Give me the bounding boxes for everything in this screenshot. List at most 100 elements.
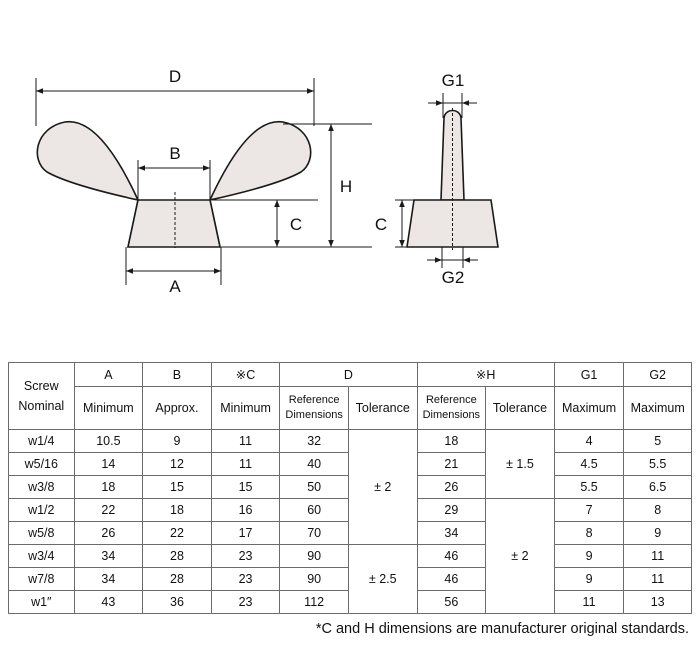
cell-D: 32 (279, 429, 349, 453)
nominal-label: Nominal (18, 399, 65, 413)
cell-G1: 8 (553, 521, 625, 545)
cell-A: 43 (73, 590, 144, 614)
cell-B: 28 (142, 567, 212, 591)
cell-G2: 13 (623, 590, 692, 614)
cell-D: 60 (279, 498, 349, 522)
cell-screw: w5/16 (8, 452, 75, 476)
cell-A: 34 (73, 544, 144, 568)
cell-C: 11 (210, 452, 281, 476)
h-reference-line2: Dimensions (422, 409, 481, 421)
cell-B: 12 (142, 452, 212, 476)
subheader-H-reference: Reference Dimensions (416, 386, 487, 430)
cell-G1: 4.5 (553, 452, 625, 476)
cell-B: 36 (142, 590, 212, 614)
cell-A: 26 (73, 521, 144, 545)
left-wing (36, 120, 139, 248)
subheader-D-reference: Reference Dimensions (279, 386, 349, 430)
col-header-G1: G1 (553, 362, 625, 387)
cell-A: 22 (73, 498, 144, 522)
cell-D: 70 (279, 521, 349, 545)
h-reference-line1: Reference (425, 394, 477, 406)
cell-G2: 9 (623, 521, 692, 545)
cell-G1: 9 (553, 544, 625, 568)
right-wing (209, 120, 312, 248)
col-header-B: B (142, 362, 212, 387)
cell-H: 46 (416, 567, 487, 591)
label-C-left: C (290, 215, 302, 234)
label-H: H (340, 177, 352, 196)
cell-G1: 4 (553, 429, 625, 453)
cell-B: 9 (142, 429, 212, 453)
cell-screw: w3/4 (8, 544, 75, 568)
subheader-G1: Maximum (553, 386, 625, 430)
cell-D-tolerance: ± 2.5 (347, 544, 418, 614)
header-row-1: Screw Nominal A B ※C D ※H G1 G2 (8, 362, 692, 430)
label-G1: G1 (442, 71, 465, 90)
label-G2: G2 (442, 268, 465, 287)
subheader-C: Minimum (210, 386, 281, 430)
cell-G2: 6.5 (623, 475, 692, 499)
cell-G1: 7 (553, 498, 625, 522)
cell-D-tolerance: ± 2 (347, 429, 418, 545)
cell-B: 28 (142, 544, 212, 568)
cell-H: 26 (416, 475, 487, 499)
cell-B: 15 (142, 475, 212, 499)
table-row: w5/16 14 12 11 40 21 4.5 5.5 (8, 452, 692, 476)
d-reference-line1: Reference (288, 394, 340, 406)
dimension-lines-front (35, 78, 372, 285)
screw-label: Screw (23, 379, 59, 393)
col-header-C: ※C (210, 362, 281, 387)
cell-B: 22 (142, 521, 212, 545)
cell-A: 34 (73, 567, 144, 591)
subheader-H-tolerance: Tolerance (485, 386, 555, 430)
cell-D: 90 (279, 567, 349, 591)
cell-D: 40 (279, 452, 349, 476)
cell-C: 16 (210, 498, 281, 522)
cell-C: 23 (210, 590, 281, 614)
cell-G2: 5.5 (623, 452, 692, 476)
wing-nut-drawing: D B A H C G1 G2 C (35, 67, 499, 296)
cell-H: 18 (416, 429, 487, 453)
cell-G1: 11 (553, 590, 625, 614)
cell-A: 14 (73, 452, 144, 476)
col-header-G2: G2 (623, 362, 692, 387)
col-header-H: ※H (416, 362, 555, 387)
cell-screw: w1/2 (8, 498, 75, 522)
footnote: *C and H dimensions are manufacturer ori… (315, 621, 689, 637)
subheader-G2: Maximum (623, 386, 692, 430)
col-header-D: D (279, 362, 418, 387)
table-row: w1″ 43 36 23 112 56 11 13 (8, 590, 692, 614)
cell-G2: 11 (623, 567, 692, 591)
cell-screw: w5/8 (8, 521, 75, 545)
cell-C: 23 (210, 567, 281, 591)
cell-H: 46 (416, 544, 487, 568)
label-B: B (169, 144, 180, 163)
dimension-lines-side (395, 93, 478, 268)
dimension-table: Screw Nominal A B ※C D ※H G1 G2 Minimum … (8, 362, 692, 614)
subheader-D-tolerance: Tolerance (347, 386, 418, 430)
cell-C: 17 (210, 521, 281, 545)
cell-C: 15 (210, 475, 281, 499)
label-D: D (169, 67, 181, 86)
cell-B: 18 (142, 498, 212, 522)
cell-screw: w3/8 (8, 475, 75, 499)
label-C-right: C (375, 215, 387, 234)
cell-screw: w1/4 (8, 429, 75, 453)
table-row: w3/4 34 28 23 90 ± 2.5 46 9 11 (8, 544, 692, 614)
cell-screw: w1″ (8, 590, 75, 614)
cell-G2: 5 (623, 429, 692, 453)
col-header-A: A (73, 362, 144, 387)
cell-D: 112 (279, 590, 349, 614)
table-row: w3/8 18 15 15 50 26 5.5 6.5 (8, 475, 692, 499)
cell-H: 34 (416, 521, 487, 545)
cell-G2: 8 (623, 498, 692, 522)
cell-H: 21 (416, 452, 487, 476)
cell-H-tolerance: ± 1.5 (485, 429, 555, 499)
cell-H: 56 (416, 590, 487, 614)
front-view (36, 120, 312, 248)
cell-screw: w7/8 (8, 567, 75, 591)
cell-C: 23 (210, 544, 281, 568)
cell-A: 10.5 (73, 429, 144, 453)
cell-D: 50 (279, 475, 349, 499)
nut-body (127, 199, 221, 248)
